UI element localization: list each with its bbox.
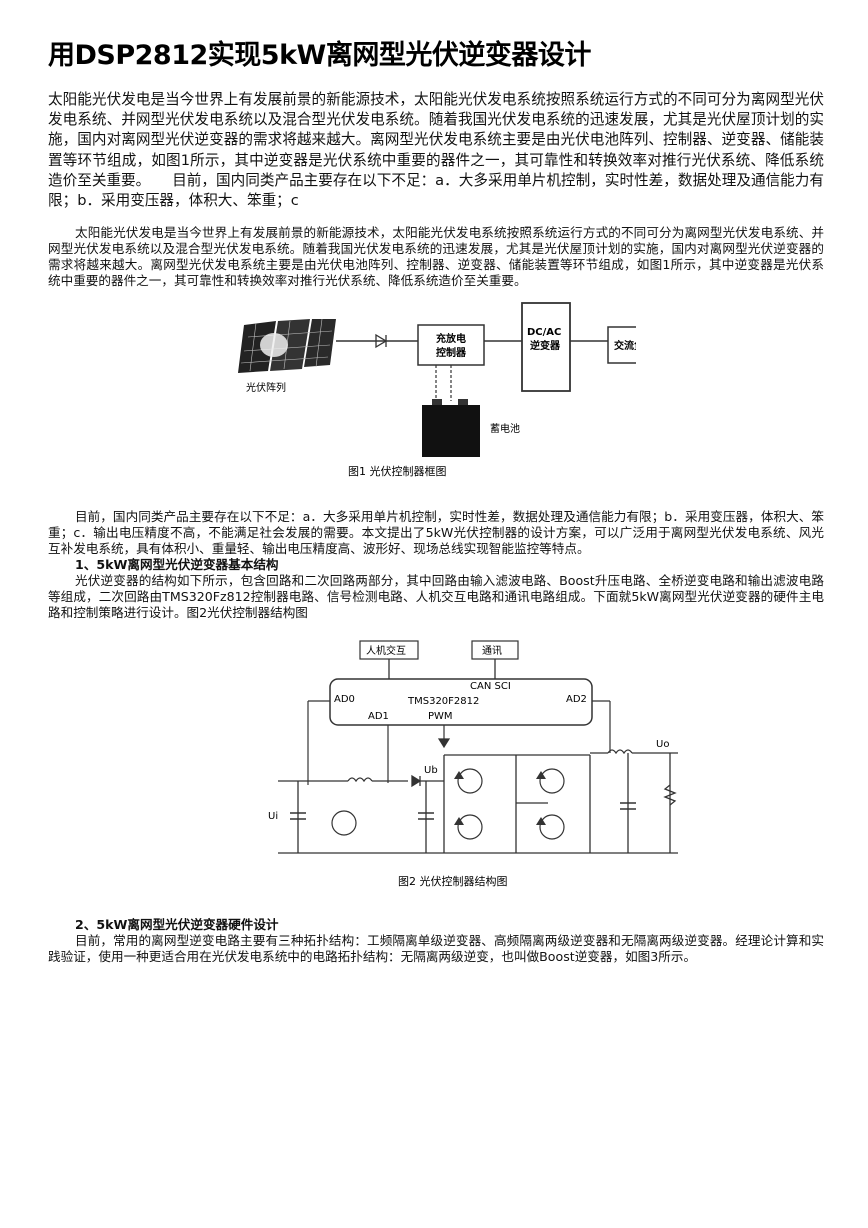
section-2-body: 目前，常用的离网型逆变电路主要有三种拓扑结构：工频隔离单级逆变器、高频隔离两级逆… bbox=[48, 933, 824, 965]
figure-1-caption: 图1 光伏控制器框图 bbox=[348, 464, 447, 478]
page-title: 用DSP2812实现5kW离网型光伏逆变器设计 bbox=[48, 40, 591, 71]
document-page: 用DSP2812实现5kW离网型光伏逆变器设计 太阳能光伏发电是当今世界上有发展… bbox=[48, 36, 824, 965]
igbt-icons bbox=[331, 768, 565, 840]
charge-controller-label-1: 充放电 bbox=[436, 332, 466, 345]
inverter-label-2: 逆变器 bbox=[530, 339, 561, 352]
chip-label: TMS320F2812 bbox=[407, 696, 479, 707]
charge-controller-box bbox=[417, 324, 485, 366]
diode-icons bbox=[454, 771, 546, 826]
uo-label: Uo bbox=[656, 739, 669, 750]
can-sci-label: CAN SCI bbox=[470, 681, 511, 692]
hmi-label: 人机交互 bbox=[366, 644, 406, 657]
summary-paragraph: 太阳能光伏发电是当今世界上有发展前景的新能源技术，太阳能光伏发电系统按照系统运行… bbox=[48, 91, 824, 210]
figure-1-svg: 光伏阵列 充放电 控制器 DC/AC 逆变器 交流负载 蓄电池 图1 光伏控 bbox=[238, 302, 665, 478]
current-status-paragraph: 目前，国内同类产品主要存在以下不足：a．大多采用单片机控制，实时性差，数据处理及… bbox=[48, 509, 824, 557]
diode-icon bbox=[375, 334, 388, 349]
figure-2-circuit-diagram: 人机交互 通讯 CAN SCI AD0 TMS320F2812 AD2 AD1 … bbox=[248, 635, 688, 895]
pwm-label: PWM bbox=[428, 711, 453, 722]
dsp-chip-box bbox=[329, 678, 593, 726]
intro-paragraph: 太阳能光伏发电是当今世界上有发展前景的新能源技术，太阳能光伏发电系统按照系统运行… bbox=[48, 225, 824, 289]
pv-array-image bbox=[238, 319, 336, 374]
section-2-heading: 2、5kW离网型光伏逆变器硬件设计 bbox=[75, 917, 279, 933]
inverter-box bbox=[521, 302, 571, 393]
figure-2-caption: 图2 光伏控制器结构图 bbox=[398, 874, 508, 888]
figure-1-block-diagram: 光伏阵列 充放电 控制器 DC/AC 逆变器 交流负载 蓄电池 图1 光伏控 bbox=[236, 301, 665, 483]
battery-label: 蓄电池 bbox=[490, 422, 520, 435]
ad0-label: AD0 bbox=[334, 694, 355, 705]
ad2-label: AD2 bbox=[566, 694, 587, 705]
figure-2-svg: 人机交互 通讯 CAN SCI AD0 TMS320F2812 AD2 AD1 … bbox=[268, 640, 678, 888]
ad1-label: AD1 bbox=[368, 711, 389, 722]
section-1-body: 光伏逆变器的结构如下所示，包含回路和二次回路两部分，其中回路由输入滤波电路、Bo… bbox=[48, 573, 824, 621]
charge-controller-label-2: 控制器 bbox=[436, 346, 467, 359]
pv-array-label: 光伏阵列 bbox=[246, 381, 286, 394]
signal-wires bbox=[307, 700, 611, 786]
ub-label: Ub bbox=[424, 765, 438, 776]
capacitor-icons bbox=[290, 802, 636, 820]
power-wires bbox=[278, 749, 678, 854]
ac-load-label: 交流负载 bbox=[614, 339, 636, 352]
ui-label: Ui bbox=[268, 811, 278, 822]
battery-icon bbox=[422, 399, 480, 458]
comm-label: 通讯 bbox=[482, 645, 502, 657]
inverter-label-1: DC/AC bbox=[527, 327, 561, 338]
section-1-heading: 1、5kW离网型光伏逆变器基本结构 bbox=[75, 557, 279, 573]
